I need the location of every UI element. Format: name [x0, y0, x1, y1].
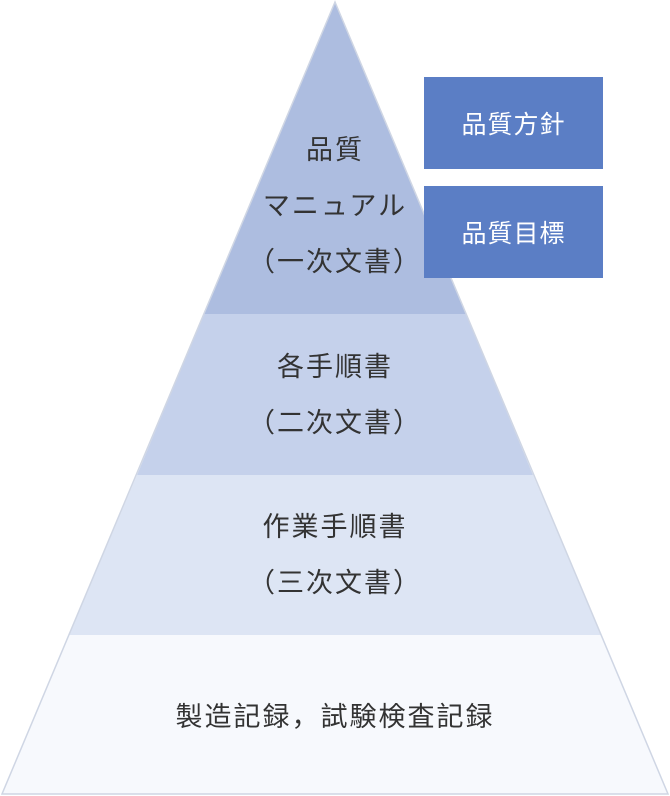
- tier-2-line-2: （二次文書）: [248, 408, 422, 439]
- tier-2-line-1: 各手順書: [277, 352, 393, 383]
- tier-2-label: 各手順書 （二次文書）: [0, 340, 670, 452]
- tier-4-label: 製造記録，試験検査記録: [0, 694, 670, 742]
- quality-objectives-tag: 品質目標: [424, 186, 603, 278]
- tier-1-line-1: 品質: [306, 135, 364, 166]
- tier-3-band: [69, 475, 601, 635]
- quality-policy-tag: 品質方針: [424, 77, 603, 169]
- tier-4-band: [2, 635, 668, 794]
- tier-1-line-3: （一次文書）: [248, 247, 422, 278]
- tier-1-label: 品質 マニュアル （一次文書）: [0, 123, 670, 291]
- tier-2-band: [137, 314, 533, 475]
- tier-1-band: [204, 2, 466, 314]
- quality-objectives-label: 品質目標: [461, 219, 566, 248]
- tier-3-line-1: 作業手順書: [262, 512, 408, 543]
- tier-4-line-1: 製造記録，試験検査記録: [175, 702, 495, 733]
- tier-1-line-2: マニュアル: [262, 191, 408, 222]
- tier-3-line-2: （三次文書）: [248, 568, 422, 599]
- quality-policy-label: 品質方針: [461, 110, 566, 139]
- tier-3-label: 作業手順書 （三次文書）: [0, 500, 670, 612]
